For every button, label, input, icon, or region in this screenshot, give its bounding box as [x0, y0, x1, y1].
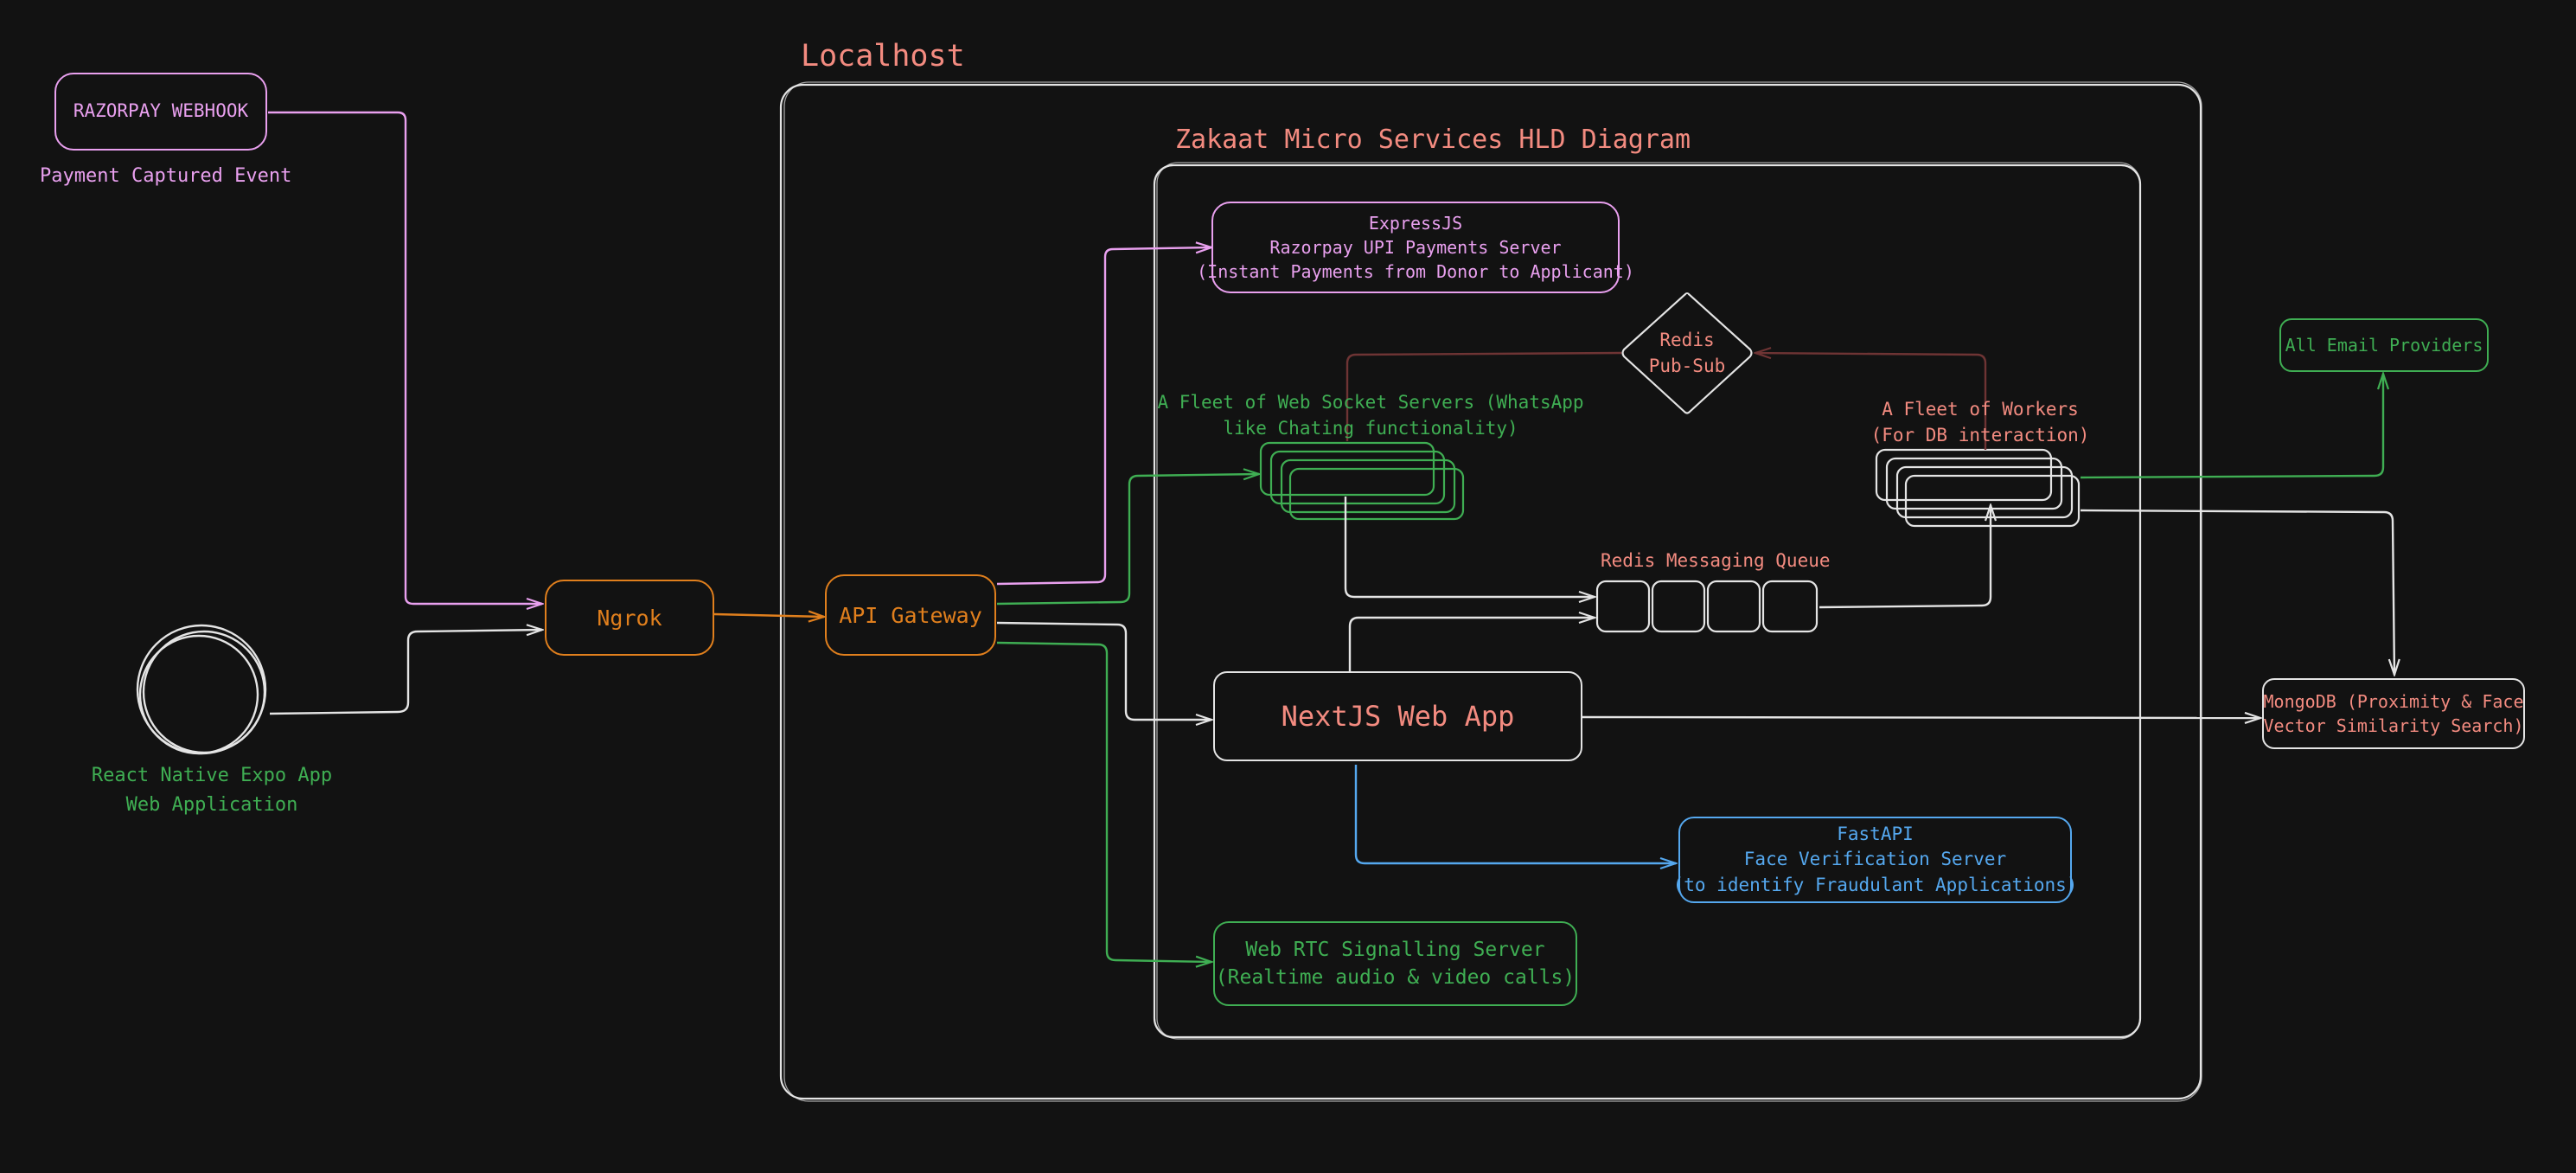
mongodb-node[interactable]: MongoDB (Proximity & Face Vector Similar… — [2262, 678, 2525, 749]
razorpay-webhook-node[interactable]: RAZORPAY WEBHOOK — [54, 73, 267, 151]
redis-queue-label[interactable]: Redis Messaging Queue — [1601, 550, 1831, 571]
email-providers-node[interactable]: All Email Providers — [2279, 318, 2489, 372]
redis-pubsub-label: Redis Pub-Sub — [1648, 330, 1726, 377]
workers-fleet-stack — [1875, 448, 2081, 528]
redis-pubsub-diamond — [1621, 292, 1753, 414]
webrtc-server-node[interactable]: Web RTC Signalling Server (Realtime audi… — [1213, 921, 1577, 1006]
workers-fleet-label[interactable]: A Fleet of Workers (For DB interaction) — [1870, 399, 2090, 446]
ngrok-node[interactable]: Ngrok — [545, 580, 714, 656]
arrow-nextjs-to-mongodb — [1582, 717, 2260, 718]
nextjs-app-node[interactable]: NextJS Web App — [1213, 671, 1582, 761]
arrow-queue-to-workers — [1819, 505, 1991, 609]
arrow-gateway-to-websocket — [996, 474, 1259, 606]
express-label: ExpressJS Razorpay UPI Payments Server (… — [1197, 213, 1634, 282]
redis-queue-cells — [1595, 580, 1819, 633]
arrow-workers-to-email — [2080, 374, 2383, 479]
email-providers-label: All Email Providers — [2285, 335, 2483, 356]
mongodb-label: MongoDB (Proximity & Face Vector Similar… — [2263, 691, 2524, 736]
arrow-workers-to-pubsub — [1755, 353, 1987, 450]
client-caption: React Native Expo App Web Application — [91, 765, 333, 817]
razorpay-webhook-label: RAZORPAY WEBHOOK — [73, 100, 249, 122]
api-gateway-node[interactable]: API Gateway — [825, 574, 996, 656]
arrow-gateway-to-express — [996, 247, 1211, 586]
hld-title: Zakaat Micro Services HLD Diagram — [1175, 125, 1691, 155]
arrow-websocket-to-queue — [1344, 497, 1595, 597]
hld-frame — [1153, 162, 2142, 1040]
arrow-client-to-ngrok — [269, 630, 542, 715]
express-server-node[interactable]: ExpressJS Razorpay UPI Payments Server (… — [1197, 202, 1634, 293]
localhost-frame — [779, 81, 2202, 1102]
nextjs-label: NextJS Web App — [1281, 699, 1515, 733]
arrow-pubsub-to-websocket — [1346, 351, 1622, 441]
arrow-webhook-to-ngrok — [268, 111, 542, 604]
client-circle-icon — [136, 624, 267, 755]
arrow-workers-to-mongodb — [2080, 509, 2394, 675]
api-gateway-label: API Gateway — [839, 602, 982, 628]
fastapi-server-node[interactable]: FastAPI Face Verification Server (to ide… — [1673, 817, 2077, 903]
websocket-fleet-stack — [1259, 441, 1465, 521]
webrtc-label: Web RTC Signalling Server (Realtime audi… — [1215, 938, 1576, 989]
arrow-gateway-to-nextjs — [996, 621, 1211, 720]
fastapi-label: FastAPI Face Verification Server (to ide… — [1672, 823, 2078, 895]
websocket-fleet-label[interactable]: A Fleet of Web Socket Servers (WhatsApp … — [1157, 392, 1584, 439]
payment-captured-caption: Payment Captured Event — [40, 165, 292, 187]
arrow-nextjs-to-fastapi — [1354, 765, 1676, 863]
localhost-title: Localhost — [801, 39, 965, 74]
ngrok-label: Ngrok — [597, 605, 662, 631]
arrow-nextjs-to-queue — [1348, 618, 1595, 671]
arrow-ngrok-to-gateway — [713, 614, 824, 617]
arrow-gateway-to-webrtc — [996, 641, 1211, 962]
